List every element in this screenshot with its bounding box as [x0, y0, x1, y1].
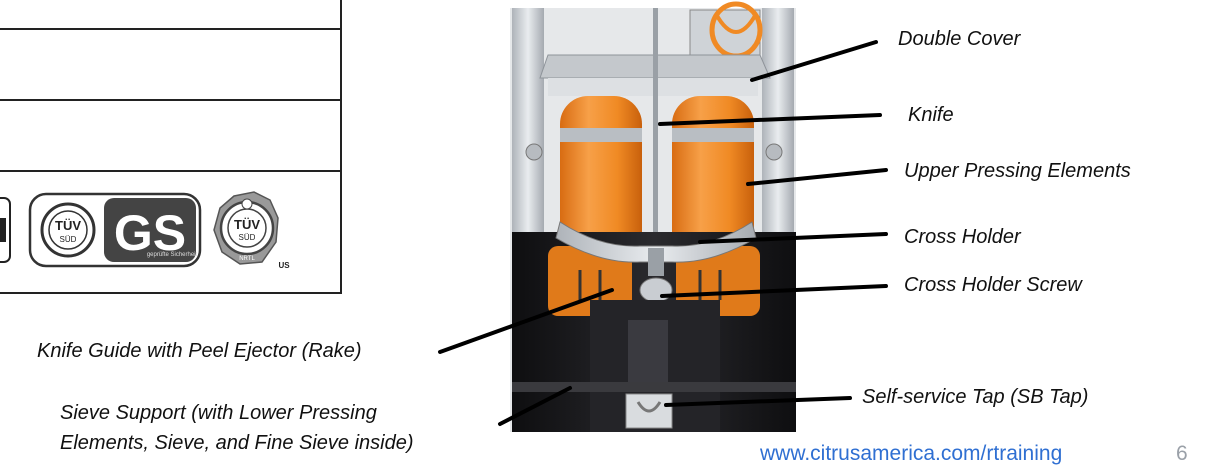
steel-ring [560, 128, 642, 142]
label-sieve-support: Sieve Support (with Lower Pressing Eleme… [60, 398, 460, 458]
label-knife-guide: Knife Guide with Peel Ejector (Rake) [37, 340, 362, 363]
side-knob [526, 144, 542, 160]
sieve-support-band [512, 382, 796, 392]
cross-holder-screw [640, 278, 672, 302]
label-self-service-tap: Self-service Tap (SB Tap) [862, 386, 1088, 409]
label-upper-pressing-elements: Upper Pressing Elements [904, 160, 1131, 183]
knife-blade [653, 8, 658, 248]
label-cross-holder-screw: Cross Holder Screw [904, 274, 1082, 297]
label-knife: Knife [908, 104, 954, 127]
steel-ring [672, 128, 754, 142]
page-number: 6 [1176, 442, 1188, 466]
label-double-cover: Double Cover [898, 28, 1020, 51]
label-cross-holder: Cross Holder [904, 226, 1021, 249]
tap-lever [628, 320, 668, 390]
footer-url-link[interactable]: www.citrusamerica.com/rtraining [760, 442, 1062, 466]
cross-holder-stem [648, 248, 664, 276]
side-knob [766, 144, 782, 160]
